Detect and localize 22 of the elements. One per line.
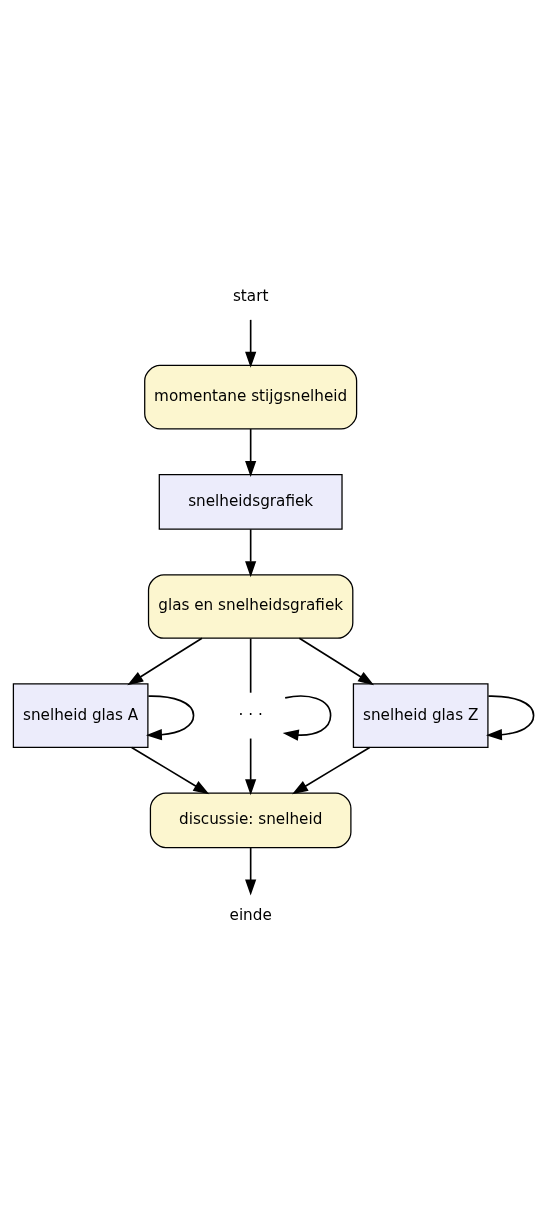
connector: [249, 637, 252, 694]
arrow: [245, 737, 257, 795]
node-box: snelheid glas A: [12, 682, 149, 748]
arrow: [130, 746, 210, 794]
node-text: · · ·: [238, 705, 263, 724]
arrow: [292, 746, 371, 794]
arrow: [145, 694, 195, 740]
arrow: [245, 528, 257, 577]
arrow: [486, 694, 535, 740]
node-box: snelheid glas Z: [352, 682, 489, 748]
arrow: [298, 637, 375, 685]
arrow: [245, 427, 257, 477]
node-box: momentane stijgsnelheid: [144, 364, 358, 429]
node-box: discussie: snelheid: [149, 791, 352, 848]
arrow: [282, 694, 332, 741]
node-box: glas en snelheidsgrafiek: [147, 573, 354, 639]
node-text: start: [232, 286, 269, 305]
node-text: einde: [229, 905, 272, 924]
arrow: [245, 846, 257, 895]
arrow: [245, 318, 257, 368]
node-box: snelheidsgrafiek: [158, 473, 343, 530]
arrow: [127, 637, 203, 685]
